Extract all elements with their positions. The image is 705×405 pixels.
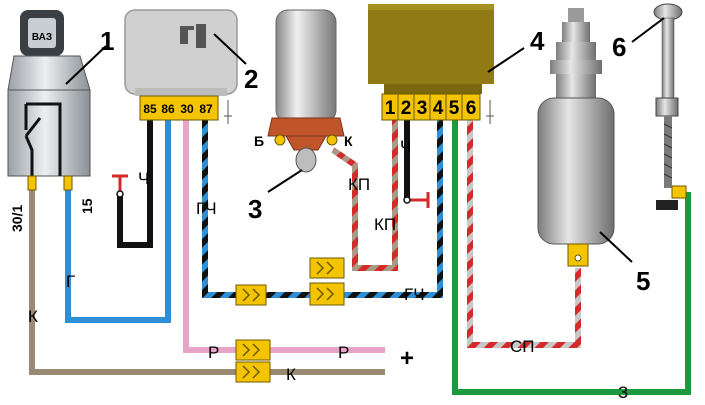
label-5: 5 [636,266,650,296]
unit-pin-1: 1 [385,98,396,119]
connector-r [235,339,271,361]
wire-label-sp: СП [510,337,535,356]
wire-label-k-left: К [28,307,38,326]
wire-r-pink [183,113,385,353]
relay-pin-30: 30 [180,102,194,116]
label-1: 1 [100,26,114,56]
relay-pin-85: 85 [143,102,157,116]
coil-terminal-k: К [344,133,353,149]
relay-pin-87: 87 [199,102,213,116]
wire-label-ch-relay: Ч [138,169,149,188]
relay [124,9,238,121]
coil-terminal-b: Б [254,133,264,149]
label-6: 6 [612,32,626,62]
wire-label-r-right: Р [338,343,349,362]
label-4: 4 [530,26,545,56]
connector-gch-2 [309,282,345,306]
unit-pin-3: 3 [417,98,428,119]
wire-kp-brownred [331,113,398,271]
switch-brand: ВАЗ [32,32,52,43]
solenoid-valve [537,8,615,267]
wire-ch-black [117,113,153,248]
wire-sp-grayred [467,113,581,348]
carburetor-screw [653,3,687,210]
ground-symbol-right [403,192,430,208]
wire-g-blue [65,113,171,323]
plus-sign: + [400,345,414,372]
terminal-30-1-label: 30/1 [9,205,25,232]
unit-pin-5: 5 [449,98,460,119]
wire-label-gch-relay: ГЧ [196,199,217,218]
wire-label-z: З [618,383,628,402]
wire-label-ch-unit: Ч [400,137,411,156]
ground-symbol-left [112,174,128,198]
unit-pin-6: 6 [466,98,477,119]
wire-label-g: Г [66,272,75,291]
wire-label-kp-coil: КП [348,175,370,194]
connector-gch [235,284,267,306]
ignition-switch: ВАЗ [7,10,91,191]
wire-label-gch-bottom: ГЧ [404,285,425,304]
ignition-coil [267,9,345,173]
control-unit [368,4,494,121]
unit-pin-2: 2 [401,98,412,119]
relay-pin-86: 86 [161,102,175,116]
unit-pin-4: 4 [433,98,444,119]
wire-label-r-left: Р [208,343,219,362]
label-3: 3 [248,194,262,224]
wire-label-kp-unit: КП [374,215,396,234]
connector-k [235,361,271,383]
terminal-15-label: 15 [79,198,95,214]
wire-label-k-bottom: К [286,365,296,384]
label-2: 2 [244,64,258,94]
connector-kp [309,257,345,279]
